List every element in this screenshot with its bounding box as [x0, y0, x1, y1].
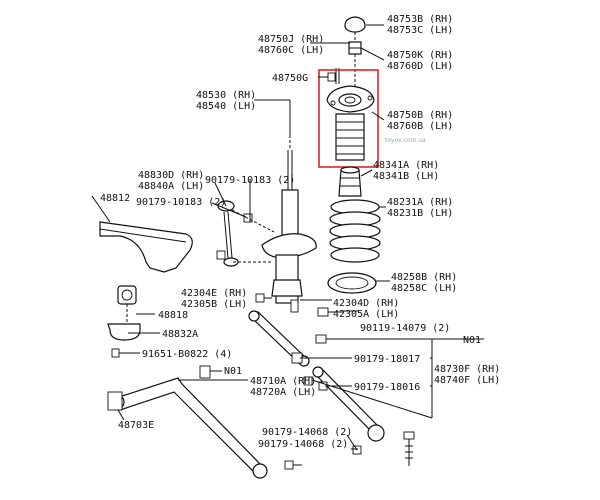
label-90179-a: 90179-10183 (2) [205, 175, 295, 186]
label-48830: 48830D (RH)48840A (LH) [138, 170, 204, 192]
label-90179-f: 90179-14068 (2) [258, 439, 348, 450]
label-line: 48750K (RH) [387, 50, 453, 61]
label-line: 48750G [272, 73, 308, 84]
label-90179-d: 90179-18016 [354, 382, 420, 393]
label-line: 48703E [118, 420, 154, 431]
label-line: 48812 [100, 193, 130, 204]
label-line: 48258B (RH) [391, 272, 457, 283]
label-line: 90179-18017 [354, 354, 420, 365]
label-line: 48750B (RH) [387, 110, 453, 121]
label-line: 48258C (LH) [391, 283, 457, 294]
part-number-labels: 48753B (RH)48753C (LH) 48750J (RH)48760C… [100, 14, 500, 450]
label-line: 48750J (RH) [258, 34, 324, 45]
label-line: 90179-10183 (2) [136, 197, 226, 208]
label-line: 48530 (RH) [196, 90, 256, 101]
label-line: 90179-14068 (2) [262, 427, 352, 438]
bellows-part [335, 113, 365, 161]
label-line: 90179-18016 [354, 382, 420, 393]
label-line: 48760B (LH) [387, 121, 453, 132]
label-42304e: 42304E (RH)42305B (LH) [181, 288, 247, 310]
label-line: N01 [224, 366, 242, 377]
label-line: 48341B (LH) [373, 171, 439, 182]
label-line: 48710A (RH) [250, 376, 316, 387]
label-line: 48753C (LH) [387, 25, 453, 36]
label-line: 48231A (RH) [387, 197, 453, 208]
watermark: toyox.com.ua [385, 137, 426, 144]
label-42304d: 42304D (RH)42305A (LH) [333, 298, 399, 320]
stabilizer-bracket-part [107, 323, 141, 341]
bump-stop-part [338, 166, 362, 197]
label-48710: 48710A (RH)48720A (LH) [250, 376, 316, 398]
spring-seat-part [327, 272, 377, 294]
label-line: 48832A [162, 329, 198, 340]
label-48231: 48231A (RH)48231B (LH) [387, 197, 453, 219]
label-n01-a: N01 [463, 335, 481, 346]
label-90179-e: 90179-14068 (2) [262, 427, 352, 438]
label-line: 48231B (LH) [387, 208, 453, 219]
link-nut-part [216, 213, 253, 260]
upper-nut-part [348, 41, 362, 55]
leader-lines [91, 24, 484, 451]
label-line: 48540 (LH) [196, 101, 256, 112]
label-48530: 48530 (RH)48540 (LH) [196, 90, 256, 112]
label-n01-b: N01 [224, 366, 242, 377]
label-line: 42304D (RH) [333, 298, 399, 309]
label-line: 42305B (LH) [181, 299, 247, 310]
label-line: 48740F (LH) [434, 375, 500, 386]
label-48750g: 48750G [272, 73, 308, 84]
label-48832: 48832A [162, 329, 198, 340]
strut-mount-part [326, 85, 375, 113]
label-line: 48840A (LH) [138, 181, 204, 192]
label-48341: 48341A (RH)48341B (LH) [373, 160, 439, 182]
label-48730: 48730F (RH)48740F (LH) [434, 364, 500, 386]
label-line: 48720A (LH) [250, 387, 316, 398]
lower-arm-2-part [312, 366, 385, 442]
label-line: 42305A (LH) [333, 309, 399, 320]
label-line: N01 [463, 335, 481, 346]
label-48750j: 48750J (RH)48760C (LH) [258, 34, 324, 56]
label-line: 48341A (RH) [373, 160, 439, 171]
shock-absorber-part [261, 150, 317, 313]
label-line: 42304E (RH) [181, 288, 247, 299]
label-48750b: 48750B (RH)48760B (LH) [387, 110, 453, 132]
label-90179-b: 90179-10183 (2) [136, 197, 226, 208]
label-90119: 90119-14079 (2) [360, 323, 450, 334]
label-line: 48760D (LH) [387, 61, 453, 72]
stabilizer-bar-part [99, 221, 193, 273]
label-line: 91651-B0822 (4) [142, 349, 232, 360]
label-line: 48818 [158, 310, 188, 321]
label-90179-c: 90179-18017 [354, 354, 420, 365]
label-line: 90179-14068 (2) [258, 439, 348, 450]
label-line: 48830D (RH) [138, 170, 204, 181]
dust-cap-part [344, 16, 366, 33]
trailing-arm-part [107, 377, 268, 479]
coil-spring-part [329, 199, 381, 263]
label-line: 48730F (RH) [434, 364, 500, 375]
label-48258: 48258B (RH)48258C (LH) [391, 272, 457, 294]
label-48818: 48818 [158, 310, 188, 321]
label-48753: 48753B (RH)48753C (LH) [387, 14, 453, 36]
label-line: 90119-14079 (2) [360, 323, 450, 334]
label-48703: 48703E [118, 420, 154, 431]
label-91651: 91651-B0822 (4) [142, 349, 232, 360]
label-48812: 48812 [100, 193, 130, 204]
label-line: 90179-10183 (2) [205, 175, 295, 186]
label-48750k: 48750K (RH)48760D (LH) [387, 50, 453, 72]
label-line: 48760C (LH) [258, 45, 324, 56]
stabilizer-bushing-part [117, 285, 137, 305]
label-line: 48753B (RH) [387, 14, 453, 25]
